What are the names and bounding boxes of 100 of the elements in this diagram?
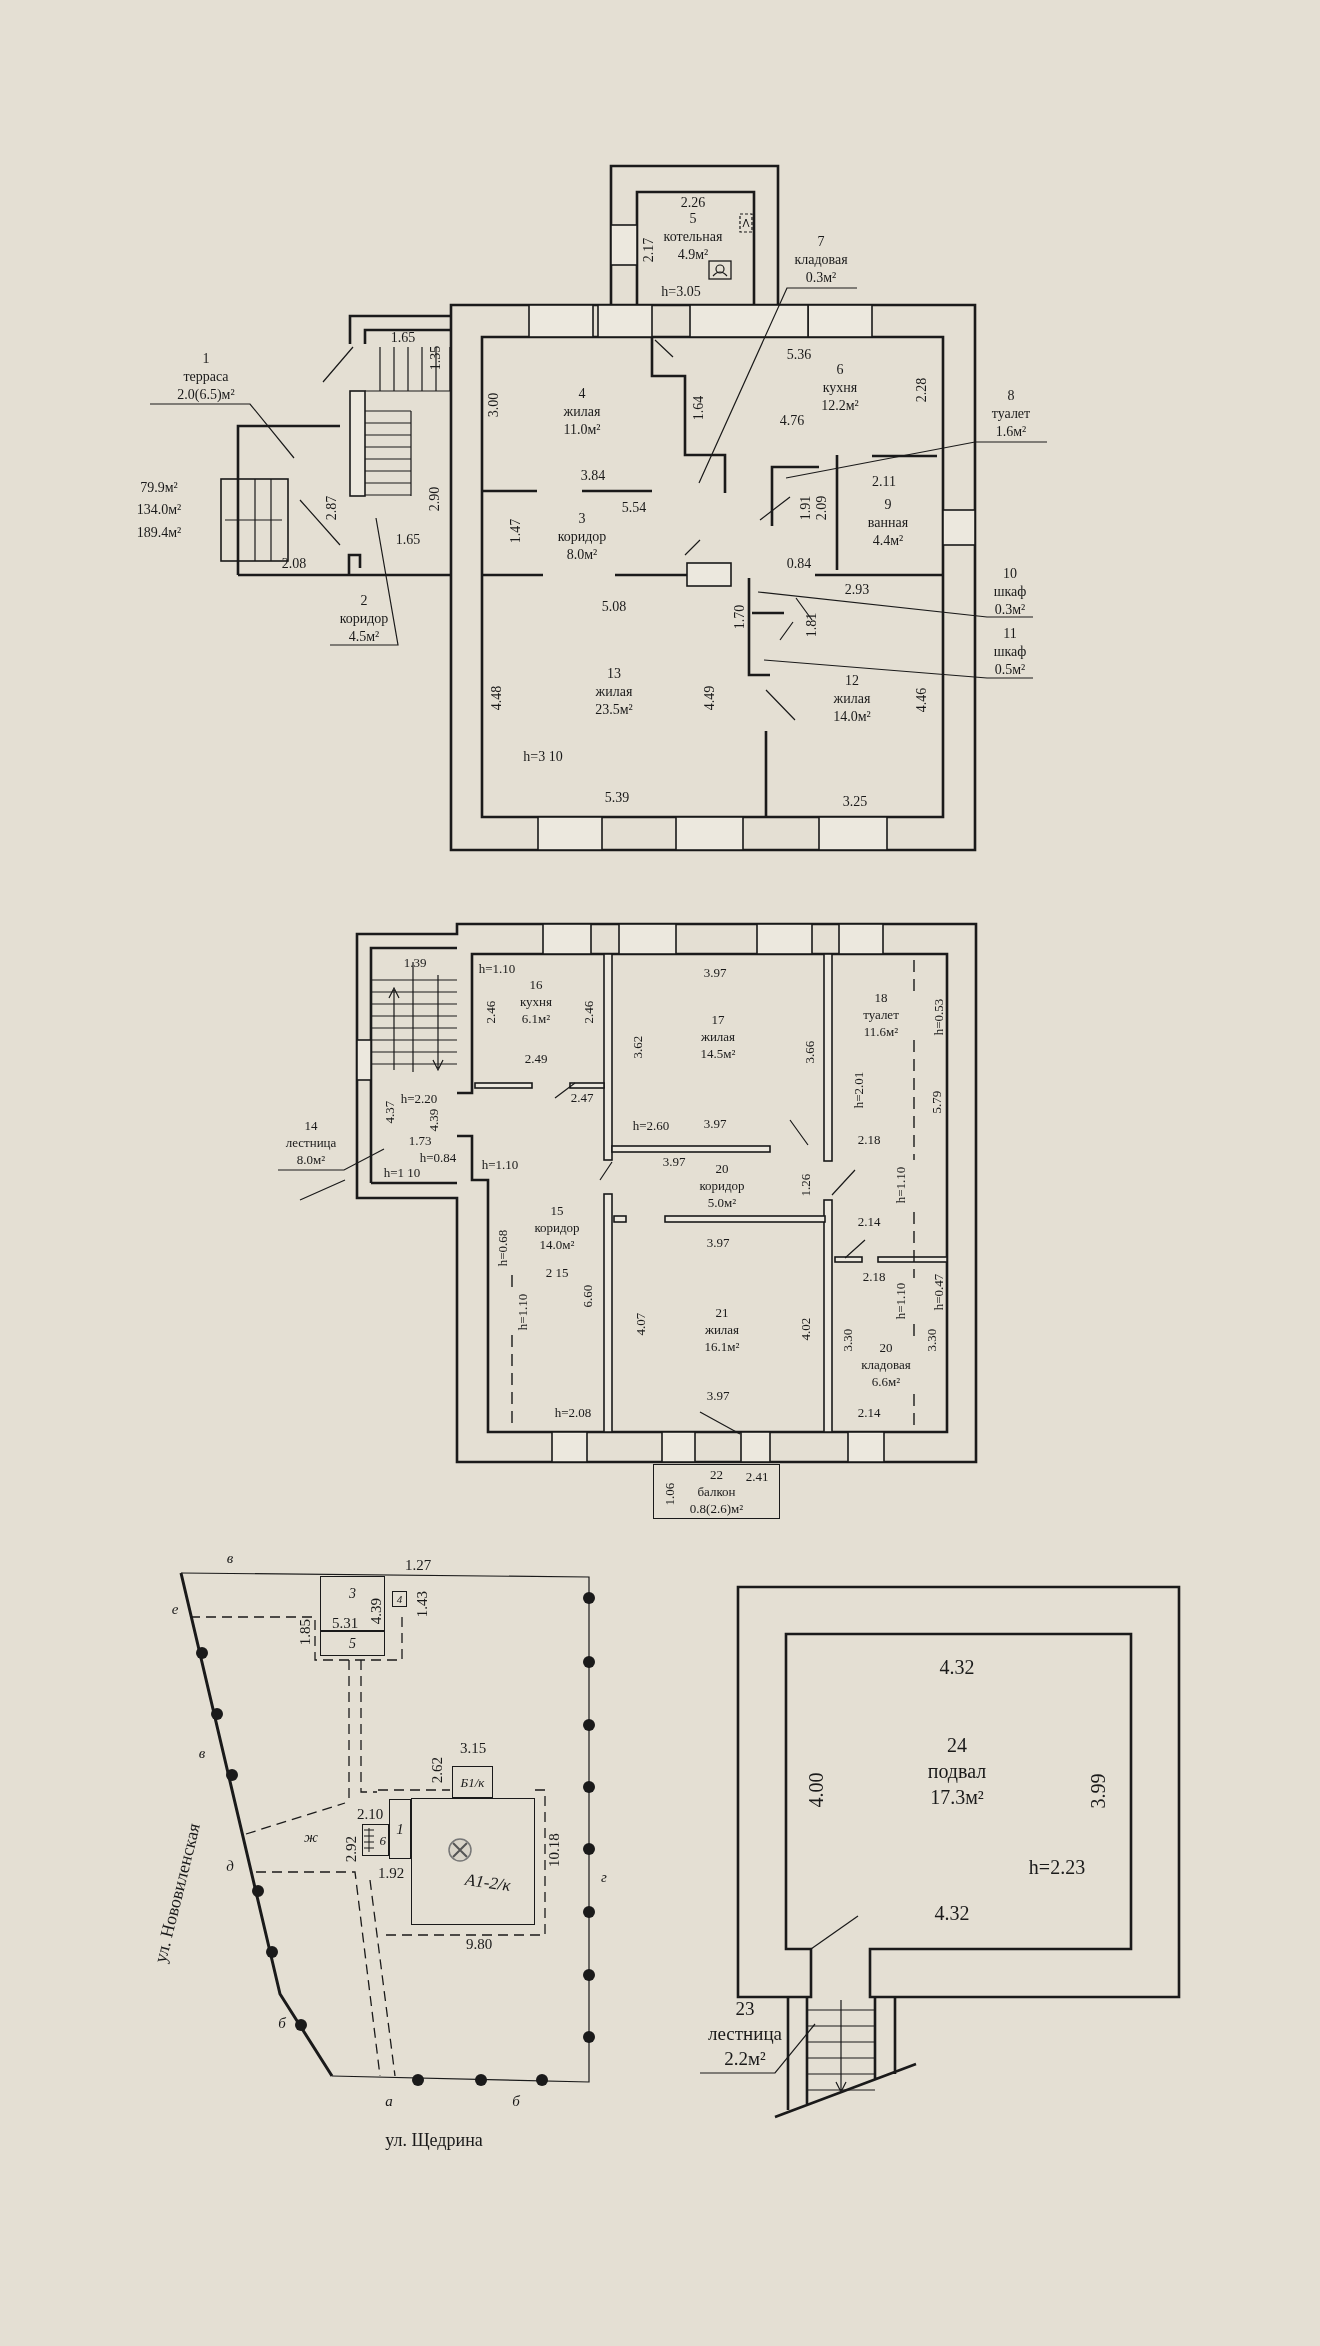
dimension-label: 2 15 xyxy=(545,1265,569,1279)
height-label: h=1.10 xyxy=(481,1157,519,1171)
room-area: 17.3м² xyxy=(930,1784,984,1810)
dimension-label: 3.25 xyxy=(842,795,868,809)
point-letter: а xyxy=(385,2093,393,2109)
room-area: 0.3м² xyxy=(994,600,1026,619)
dimension-label: 5.54 xyxy=(621,501,647,515)
dimension-label: 2.93 xyxy=(844,583,870,597)
dimension-label: 5.31 xyxy=(331,1615,359,1631)
room-area: 8.0м² xyxy=(566,546,598,564)
dimension-label: 2.62 xyxy=(429,1756,445,1784)
room-number: 21 xyxy=(715,1303,729,1321)
room-number: 5 xyxy=(689,210,697,228)
dimension-label: 6.60 xyxy=(580,1284,594,1308)
room-area: 2.2м² xyxy=(724,2046,766,2071)
dimension-label: 5.08 xyxy=(601,600,627,614)
room-number: 11 xyxy=(1003,625,1017,643)
room-area: 2.0(6.5)м² xyxy=(177,386,235,404)
dimension-label: 1.47 xyxy=(509,518,523,544)
room-area: 0.8(2.6)м² xyxy=(689,1500,744,1517)
room-name: лестница xyxy=(707,2022,783,2046)
point-letter: б xyxy=(278,2015,286,2031)
building-outline xyxy=(362,1824,389,1856)
dimension-label: 2.08 xyxy=(281,557,307,571)
dimension-label: 5.79 xyxy=(929,1090,943,1114)
point-letter: б xyxy=(512,2093,520,2109)
leader-line xyxy=(785,441,1048,479)
height-label: h=0.47 xyxy=(931,1273,945,1311)
room-number: 6 xyxy=(836,361,844,379)
building-label: 6 xyxy=(379,1831,386,1849)
room-name: кладовая xyxy=(861,1355,911,1373)
height-label: h=1.10 xyxy=(893,1166,907,1204)
height-label: h=2.20 xyxy=(400,1091,438,1105)
leader-line xyxy=(699,2023,816,2074)
height-label: h=1.10 xyxy=(893,1282,907,1320)
dimension-label: 2.47 xyxy=(570,1090,594,1104)
room-name: кухня xyxy=(519,992,553,1010)
dimension-label: 2.11 xyxy=(872,475,896,489)
room-name: терраса xyxy=(183,368,229,386)
dimension-label: 0.84 xyxy=(786,557,812,571)
room-number: 9 xyxy=(884,496,892,514)
dimension-label: 2.41 xyxy=(745,1469,769,1483)
dimension-label: 3.97 xyxy=(706,1388,730,1402)
height-label: h=1.10 xyxy=(478,961,516,975)
room-area: 23.5м² xyxy=(595,701,633,719)
point-letter: в xyxy=(198,1745,206,1761)
dimension-label: 1.43 xyxy=(414,1590,430,1618)
dimension-label: 2.10 xyxy=(356,1806,384,1822)
leader-line xyxy=(329,517,399,646)
room-name: подвал xyxy=(927,1759,987,1784)
dimension-label: 3.84 xyxy=(580,469,606,483)
dimension-label: 2.28 xyxy=(915,377,929,403)
room-number: 23 xyxy=(735,1997,755,2021)
height-label: h=2.23 xyxy=(1028,1857,1086,1877)
building-outline xyxy=(411,1798,535,1925)
dimension-label: 1.27 xyxy=(404,1557,432,1573)
room-number: 10 xyxy=(1003,564,1017,583)
room-name: жилая xyxy=(700,1027,736,1045)
dimension-label: 2.46 xyxy=(483,1000,497,1024)
height-label: h=2.08 xyxy=(554,1405,592,1419)
dimension-label: 2.87 xyxy=(325,495,339,521)
room-area: 8.0м² xyxy=(296,1151,326,1168)
dimension-label: 1.85 xyxy=(297,1618,313,1646)
room-area: 14.5м² xyxy=(700,1044,736,1062)
area-label: 134.0м² xyxy=(136,503,182,517)
height-label: h=3.05 xyxy=(661,285,701,299)
dimension-label: 1.39 xyxy=(403,955,427,969)
dimension-label: 4.02 xyxy=(798,1317,812,1341)
dimension-label: 1.65 xyxy=(390,331,416,345)
room-area: 1.6м² xyxy=(995,423,1027,441)
building-label: 5 xyxy=(349,1634,356,1653)
room-number: 7 xyxy=(817,232,825,251)
room-name: жилая xyxy=(833,690,871,708)
building-label: 4 xyxy=(396,1592,403,1606)
room-number: 12 xyxy=(845,672,859,690)
room-name: ванная xyxy=(867,514,909,532)
point-letter: г xyxy=(601,1869,607,1885)
height-label: h=1 10 xyxy=(383,1165,421,1179)
room-name: коридор xyxy=(339,609,389,628)
height-label: h=0.68 xyxy=(495,1229,509,1267)
dimension-label: 4.48 xyxy=(490,685,504,711)
room-number: 13 xyxy=(607,665,621,683)
leader-line xyxy=(149,403,295,459)
dimension-label: 3.97 xyxy=(703,965,727,979)
balcony-outline xyxy=(653,1464,780,1519)
dimension-label: 4.07 xyxy=(633,1312,647,1336)
room-name: лестница xyxy=(285,1134,337,1151)
dimension-label: 1.64 xyxy=(692,395,706,421)
dimension-label: 9.80 xyxy=(465,1936,493,1952)
dimension-label: 10.18 xyxy=(546,1833,562,1867)
dimension-label: 4.39 xyxy=(426,1108,440,1132)
dimension-label: 2.92 xyxy=(343,1835,359,1863)
building-outline xyxy=(320,1576,385,1631)
room-number: 4 xyxy=(578,385,586,403)
dimension-label: 4.32 xyxy=(939,1657,975,1677)
room-number: 1 xyxy=(202,350,210,368)
room-area: 14.0м² xyxy=(833,708,871,726)
room-name: шкаф xyxy=(993,582,1027,601)
room-name: балкон xyxy=(697,1483,736,1500)
dimension-label: 2.46 xyxy=(581,1000,595,1024)
